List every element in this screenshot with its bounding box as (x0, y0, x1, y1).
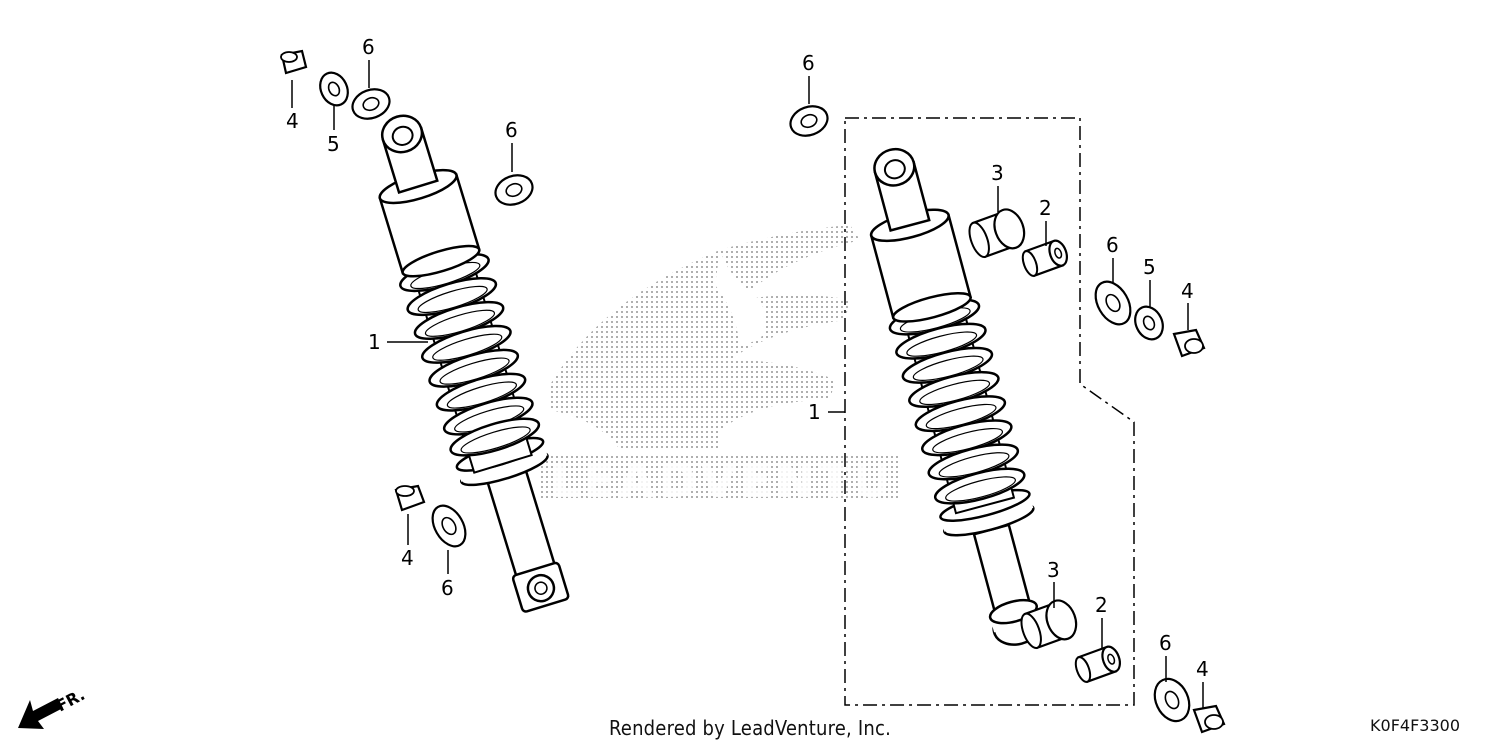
right-assembly-boundary (844, 117, 1135, 706)
footer-credit: Rendered by LeadVenture, Inc. (609, 716, 891, 740)
callout-right-nut-top-right: 4 (1181, 279, 1194, 303)
left-washer-bottom[interactable] (426, 500, 472, 552)
right-washer-bottom[interactable] (1148, 673, 1196, 726)
right-collar-top[interactable] (965, 205, 1029, 261)
right-washer-top-right[interactable] (1089, 276, 1138, 331)
callout-left-washer-bottom: 6 (441, 576, 454, 600)
left-leader-lines (291, 60, 513, 574)
callout-right-bushing-bottom: 2 (1095, 593, 1108, 617)
right-nut-top-right[interactable] (1172, 328, 1206, 358)
left-washer-right[interactable] (491, 170, 536, 209)
callout-right-washer-small-right: 5 (1143, 255, 1156, 279)
front-direction-label: FR. (53, 685, 88, 716)
callout-right-collar-top: 3 (991, 161, 1004, 185)
right-washer-top-left[interactable] (786, 101, 831, 140)
callout-right-washer-top-right: 6 (1106, 233, 1119, 257)
watermark-text: LEADVENTURE (550, 454, 970, 508)
right-collar-bottom[interactable] (1017, 596, 1081, 652)
callout-left-nut-bottom: 4 (401, 546, 414, 570)
callout-left-washer-top: 6 (362, 35, 375, 59)
left-washer-small-top[interactable] (315, 68, 353, 110)
right-washer-small-right[interactable] (1130, 302, 1168, 344)
right-nut-bottom[interactable] (1192, 704, 1226, 734)
left-nut-top[interactable] (280, 49, 308, 75)
left-nut-bottom[interactable] (394, 484, 426, 512)
left-washer-top[interactable] (348, 84, 393, 123)
callout-left-washer-right: 6 (505, 118, 518, 142)
callout-right-washer-bottom: 6 (1159, 631, 1172, 655)
right-leader-lines (808, 76, 1204, 708)
left-callouts: 4 5 6 6 1 4 6 (286, 35, 518, 600)
callout-left-nut-top: 4 (286, 109, 299, 133)
callout-right-bushing-top: 2 (1039, 196, 1052, 220)
right-bushing-top[interactable] (1020, 238, 1070, 278)
front-arrow-icon (18, 698, 63, 729)
right-bushing-bottom[interactable] (1073, 644, 1123, 684)
callout-right-shock: 1 (808, 400, 821, 424)
diagram-code: K0F4F3300 (1370, 716, 1460, 735)
callout-right-collar-bottom: 3 (1047, 558, 1060, 582)
callout-right-nut-bottom: 4 (1196, 657, 1209, 681)
right-callouts: 6 3 2 6 5 4 1 3 2 6 4 (802, 51, 1209, 681)
right-shock-absorber[interactable] (845, 138, 1066, 655)
watermark-logo: LEADVENTURE (540, 225, 970, 508)
callout-right-washer-top-left: 6 (802, 51, 815, 75)
callout-left-shock: 1 (368, 330, 381, 354)
callout-left-washer-small-top: 5 (327, 132, 340, 156)
left-shock-absorber[interactable] (353, 103, 590, 619)
